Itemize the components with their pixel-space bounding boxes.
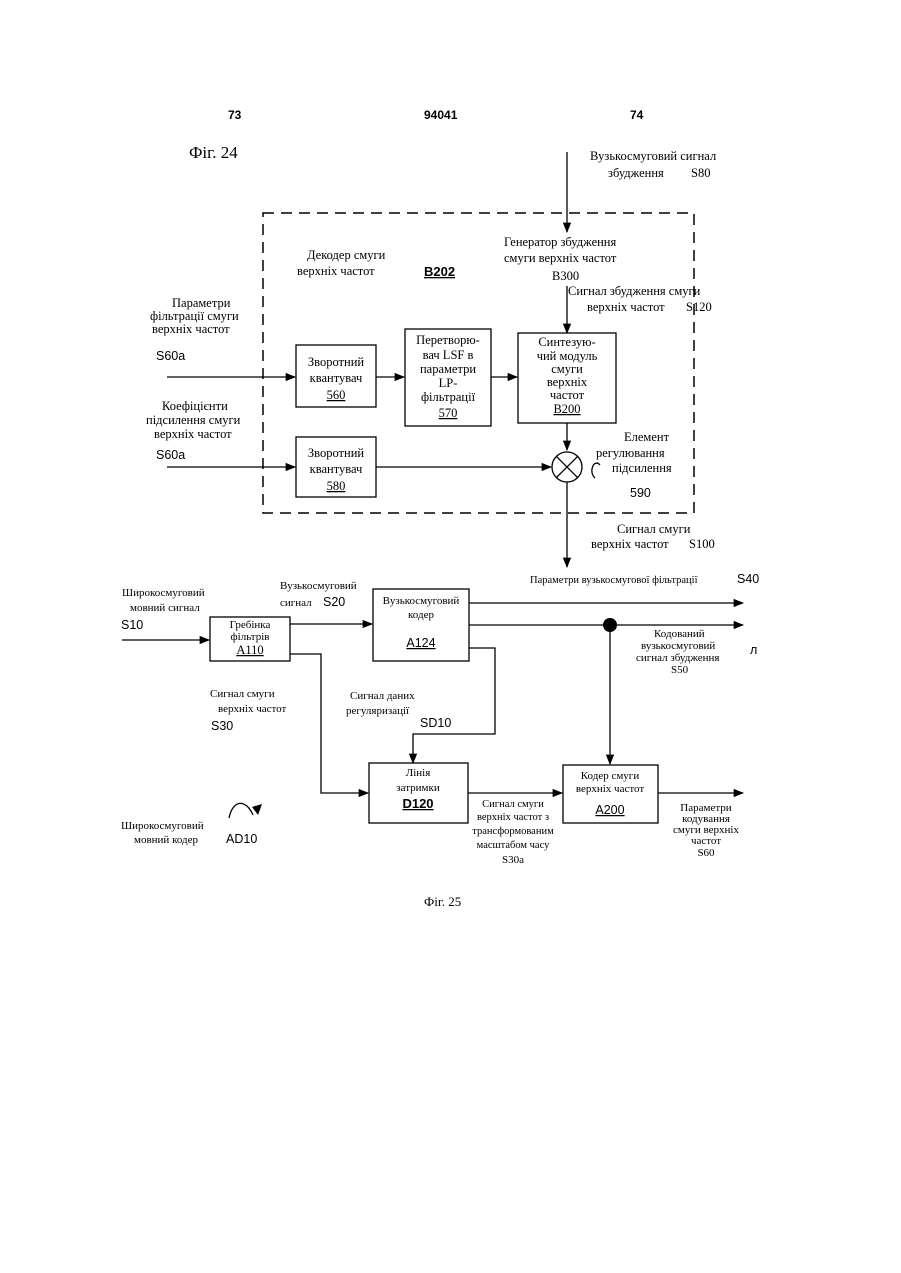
nb-coder-line1: Вузькосмуговий [383, 595, 460, 607]
s30a-label-line3: трансформованим [472, 826, 554, 837]
s20-label-line1: Вузькосмуговий [280, 580, 357, 592]
hb-coder-line1: Кодер смуги [581, 770, 640, 782]
generator-label-line2: смуги верхніх частот [504, 251, 617, 265]
filter-bank-line2: фільтрів [231, 631, 270, 643]
page-number-left: 73 [228, 108, 242, 122]
synth-line3: смуги [551, 362, 583, 376]
s80-label-line2: збудження [608, 166, 664, 180]
s40-code: S40 [737, 572, 759, 586]
excitation-out-code: S120 [686, 300, 712, 314]
sd10-label-line2: регуляризації [346, 705, 410, 717]
figure-24: Фіг. 24 Вузькосмуговий сигнал збудження … [146, 143, 716, 567]
gain-element-line2: регулювання [596, 446, 665, 460]
generator-code: B300 [552, 269, 579, 283]
figure-25: Широкосмуговий мовний сигнал S10 Гребінк… [121, 572, 759, 909]
s30a-label-line4: масштабом часу [477, 840, 550, 851]
stray-mark: л [750, 643, 757, 657]
filter-bank-line1: Гребінка [230, 619, 271, 631]
s30a-label-line1: Сигнал смуги [482, 799, 544, 810]
decoder-code: B202 [424, 264, 455, 279]
hb-coder-line2: верхніх частот [576, 783, 645, 795]
wideband-coder-code: AD10 [226, 832, 257, 846]
iq580-line2: квантувач [310, 462, 363, 476]
s30-label-line2: верхніх частот [218, 703, 287, 715]
synth-line2: чий модуль [537, 349, 598, 363]
hb-coder-code: A200 [595, 803, 624, 817]
filter-params-line3: верхніх частот [152, 322, 230, 336]
wideband-input-line1: Широкосмуговий [122, 587, 205, 599]
gain-element-line1: Елемент [624, 430, 670, 444]
page-number-right: 74 [630, 108, 644, 122]
s20-label-line2: сигнал [280, 597, 312, 609]
s60-label-line4: частот [691, 835, 721, 847]
iq560-line1: Зворотний [308, 355, 365, 369]
delay-line-code: D120 [402, 796, 433, 811]
s30a-code: S30a [502, 854, 524, 866]
filter-params-line1: Параметри [172, 296, 231, 310]
gain-params-line2: підсилення смуги [146, 413, 241, 427]
nb-coder-line2: кодер [408, 609, 434, 621]
output-code: S100 [689, 537, 715, 551]
patent-number: 94041 [424, 108, 458, 122]
ad10-pointer-arrowhead [252, 804, 262, 815]
synth-line4: верхніх [547, 375, 588, 389]
gain-element-code: 590 [630, 486, 651, 500]
excitation-out-label-line2: верхніх частот [587, 300, 665, 314]
filter-bank-code: A110 [236, 643, 263, 657]
wideband-input-code: S10 [121, 618, 143, 632]
filter-params-line2: фільтрації смуги [150, 309, 239, 323]
gain-params-line1: Коефіцієнти [162, 399, 228, 413]
gain-params-line3: верхніх частот [154, 427, 232, 441]
ad10-pointer-icon [229, 803, 253, 818]
sd10-label-line1: Сигнал даних [350, 690, 415, 702]
fig24-caption: Фіг. 24 [189, 143, 238, 162]
synth-code: B200 [553, 402, 580, 416]
wideband-coder-line2: мовний кодер [134, 834, 199, 846]
filter-params-code: S60a [156, 349, 185, 363]
s60-code: S60 [697, 847, 715, 859]
s80-code: S80 [691, 166, 710, 180]
sd10-path [413, 648, 495, 763]
fig25-caption: Фіг. 25 [424, 894, 461, 909]
excitation-out-label-line1: Сигнал збудження смуги [568, 284, 701, 298]
iq580-line1: Зворотний [308, 446, 365, 460]
s80-label-line1: Вузькосмуговий сигнал [590, 149, 716, 163]
lsf-line4: LP- [439, 376, 458, 390]
nb-coder-code: A124 [406, 636, 435, 650]
lsf-line5: фільтрації [421, 390, 476, 404]
s20-code: S20 [323, 595, 345, 609]
s50-label-line2: вузькосмуговий [641, 640, 715, 652]
output-label-line1: Сигнал смуги [617, 522, 691, 536]
s50-label-line3: сигнал збудження [636, 652, 719, 664]
lsf-line1: Перетворю- [416, 333, 480, 347]
s30-code: S30 [211, 719, 233, 733]
wideband-coder-line1: Широкосмуговий [121, 820, 204, 832]
delay-line-line2: затримки [396, 782, 440, 794]
s30-path [290, 654, 368, 793]
lsf-code: 570 [439, 406, 458, 420]
generator-label-line1: Генератор збудження [504, 235, 617, 249]
gain-element-line3: підсилення [612, 461, 672, 475]
lsf-line2: вач LSF в [423, 348, 474, 362]
gain-element-leader [592, 463, 600, 478]
iq560-line2: квантувач [310, 371, 363, 385]
sd10-code: SD10 [420, 716, 451, 730]
delay-line-line1: Лінія [406, 767, 431, 779]
s30-label-line1: Сигнал смуги [210, 688, 275, 700]
s50-label-line1: Кодований [654, 628, 705, 640]
synth-line5: частот [550, 388, 585, 402]
s30a-label-line2: верхніх частот з [477, 812, 549, 823]
gain-params-code: S60a [156, 448, 185, 462]
output-label-line2: верхніх частот [591, 537, 669, 551]
decoder-label-line2: верхніх частот [297, 264, 375, 278]
decoder-label-line1: Декодер смуги [307, 248, 386, 262]
synth-line1: Синтезую- [538, 335, 595, 349]
lsf-line3: параметри [420, 362, 476, 376]
iq580-code: 580 [327, 479, 346, 493]
wideband-input-line2: мовний сигнал [130, 602, 200, 614]
iq560-code: 560 [327, 388, 346, 402]
s50-code: S50 [671, 664, 689, 676]
s40-label: Параметри вузькосмугової фільтрації [530, 575, 698, 586]
